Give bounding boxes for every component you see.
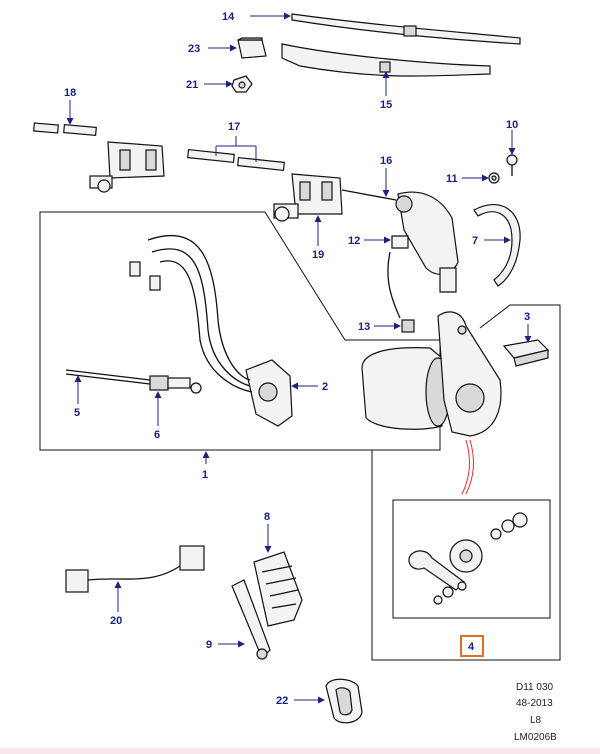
gear-kit-frame xyxy=(392,499,551,619)
reference-range: 48-2013 xyxy=(516,698,553,709)
callout-6[interactable]: 6 xyxy=(154,429,160,441)
drive-plate xyxy=(245,359,293,427)
callout-16[interactable]: 16 xyxy=(380,155,392,167)
callout-13[interactable]: 13 xyxy=(358,321,370,333)
right-wheelbox xyxy=(273,173,343,222)
callout-12[interactable]: 12 xyxy=(348,235,360,247)
reference-code: D11 030 xyxy=(516,682,554,693)
callout-3[interactable]: 3 xyxy=(524,311,530,323)
rack-tubes xyxy=(187,148,285,172)
nut xyxy=(231,75,253,93)
callout-17[interactable]: 17 xyxy=(228,121,240,133)
left-wheelbox xyxy=(89,141,165,193)
connector-line xyxy=(465,439,474,495)
callout-21[interactable]: 21 xyxy=(186,79,198,91)
callout-1[interactable]: 1 xyxy=(202,469,208,481)
wiper-arm xyxy=(281,43,491,77)
wiper-motor xyxy=(361,311,502,437)
bottom-strip xyxy=(0,748,600,754)
spindle-tubes xyxy=(33,122,97,137)
connector-line xyxy=(461,439,470,495)
callout-4[interactable]: 4 xyxy=(468,641,475,653)
callout-14[interactable]: 14 xyxy=(222,11,235,23)
callout-2[interactable]: 2 xyxy=(322,381,328,393)
wire-harness xyxy=(129,234,253,393)
callout-8[interactable]: 8 xyxy=(264,511,270,523)
callout-20[interactable]: 20 xyxy=(110,615,122,627)
arm-cap xyxy=(237,37,267,59)
callout-7[interactable]: 7 xyxy=(472,235,478,247)
motor-cover xyxy=(341,189,459,293)
callout-11[interactable]: 11 xyxy=(446,173,458,185)
mounting-strap xyxy=(473,204,521,287)
selected-callout-highlight xyxy=(460,635,484,657)
rack-cable xyxy=(65,369,202,394)
reference-level: L8 xyxy=(530,715,542,726)
screw xyxy=(506,154,518,176)
wiper-blade xyxy=(291,13,521,45)
callout-19[interactable]: 19 xyxy=(312,249,324,261)
callout-5[interactable]: 5 xyxy=(74,407,80,419)
assembly-4-frame xyxy=(371,304,561,661)
callout-15[interactable]: 15 xyxy=(380,99,392,111)
leader-17 xyxy=(215,136,257,162)
callout-22[interactable]: 22 xyxy=(276,695,288,707)
lever xyxy=(231,579,271,660)
reference-drawing: LM0206B xyxy=(514,732,557,743)
seal xyxy=(325,678,363,724)
grommet xyxy=(401,319,415,333)
gear-kit xyxy=(408,512,528,605)
callout-18[interactable]: 18 xyxy=(64,87,76,99)
pedal-plate xyxy=(253,551,303,627)
switch-lead xyxy=(65,545,205,593)
callout-9[interactable]: 9 xyxy=(206,639,212,651)
clip xyxy=(387,235,409,319)
washer xyxy=(488,172,500,184)
bracket xyxy=(502,339,550,367)
callout-10[interactable]: 10 xyxy=(506,119,518,131)
callout-23[interactable]: 23 xyxy=(188,43,200,55)
